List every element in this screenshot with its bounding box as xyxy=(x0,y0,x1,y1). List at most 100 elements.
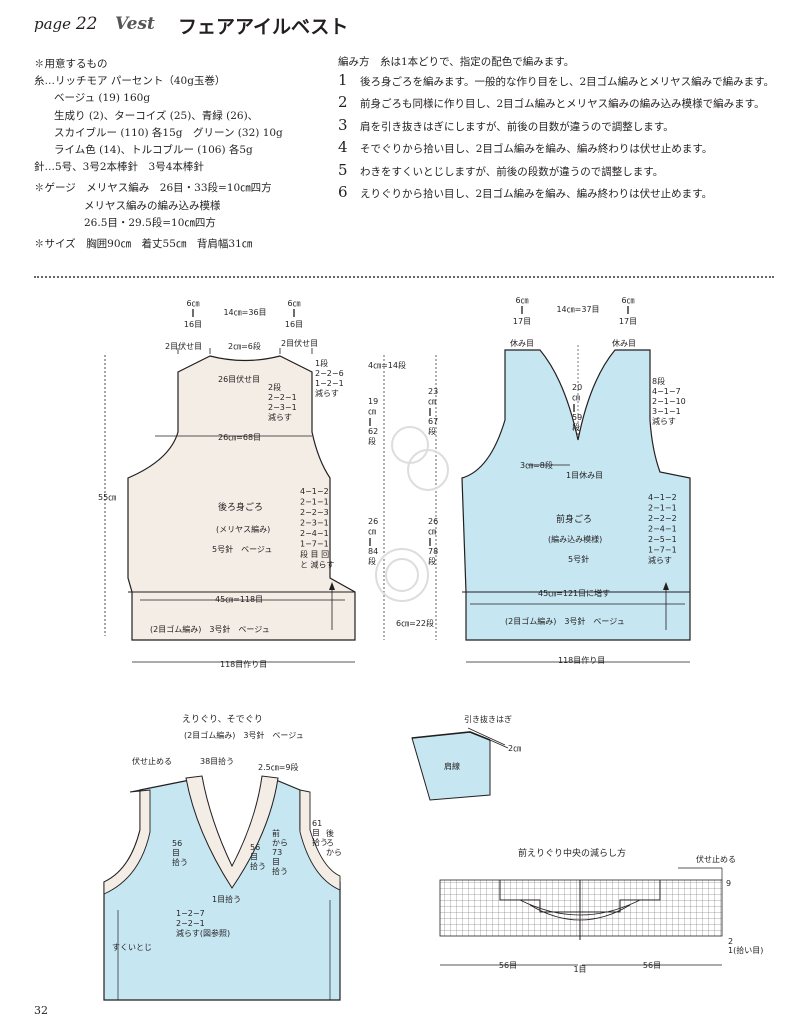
page-number-bottom: 32 xyxy=(34,1004,48,1017)
back-shoulder-eq: ‖ xyxy=(191,308,195,317)
chart-row-1: 1(拾い目) xyxy=(728,945,763,955)
back-height: 55㎝ xyxy=(98,493,116,502)
mid-rib-height: 6㎝=22段 xyxy=(396,618,434,628)
front-needle: 5号針 xyxy=(568,554,589,564)
front-armhole-decrease: 2−2−2 xyxy=(648,514,677,523)
mid-measure-5: 78 xyxy=(428,547,438,556)
front-shoulder-decrease: 4−1−7 xyxy=(652,387,681,396)
front-shoulder-decrease: 減らす xyxy=(652,416,676,426)
mid-measure-3: 67 xyxy=(428,417,438,426)
shoulder-seam-detail xyxy=(411,727,509,801)
finishing-front-73: 目 xyxy=(272,858,280,867)
finishing-front-73: 前 xyxy=(272,828,280,838)
step-text: 後ろ身ごろを編みます。一般的な作り目をし、2目ゴム編みとメリヤス編みで編みます。 xyxy=(360,76,775,88)
mid-measure-5: ㎝ xyxy=(428,527,436,536)
back-cast-on: 118目作り目 xyxy=(220,659,267,669)
mid-measure-4: ㎝ xyxy=(368,527,376,536)
shoulder-seam-cm: 2㎝ xyxy=(508,744,521,753)
back-neck-center: 2㎝=6段 xyxy=(228,341,261,351)
finishing-back-61: 拾う xyxy=(312,837,328,847)
step-text: わきをすくいとじしますが、前後の段数が違うので調整します。 xyxy=(360,165,664,178)
back-decrease-1: 1−2−1 xyxy=(315,379,344,388)
front-v-depth: 59 xyxy=(572,413,582,422)
mid-measure-3: 段 xyxy=(428,426,436,436)
back-decrease-2: 減らす xyxy=(268,412,292,422)
shoulder-line-label: 肩線 xyxy=(444,761,460,771)
front-v-depth: ‖ xyxy=(572,403,576,412)
materials-heading: ✽用意するもの xyxy=(34,58,108,70)
finishing-front-73: 拾う xyxy=(272,866,288,876)
finishing-title: えりぐり、そでぐり xyxy=(182,714,263,725)
front-cast-on: 118目作り目 xyxy=(558,655,605,665)
step-number: 3 xyxy=(338,115,348,134)
finishing-back-from: から xyxy=(326,848,342,857)
yarn-line: 糸…リッチモア パーセント（40g玉巻） xyxy=(34,75,226,88)
back-bind-off-right: 2目伏せ目 xyxy=(281,338,318,348)
finishing-front-73: から xyxy=(272,839,288,848)
front-v-depth: 20 xyxy=(572,383,582,392)
finishing-rib-depth: 2.5㎝=9段 xyxy=(258,762,299,772)
stitch-chart-title: 前えりぐり中央の減らし方 xyxy=(518,847,626,859)
instructions-lead: 編み方 糸は1本どりで、指定の配色で編みます。 xyxy=(338,56,575,68)
mid-measure-4: ‖ xyxy=(368,537,372,546)
front-shoulder-eq: ‖ xyxy=(626,305,630,314)
finishing-back-61: 目 xyxy=(312,829,320,838)
mid-measure-2: ㎝ xyxy=(368,407,376,416)
front-armhole-decrease: 4−1−2 xyxy=(648,493,677,502)
back-decrease-3: 2−2−3 xyxy=(300,508,329,517)
chart-bind-off: 伏せ止める xyxy=(696,854,736,864)
chart-right-count: 56目 xyxy=(643,961,661,970)
front-v-depth: ㎝ xyxy=(572,393,580,402)
back-decrease-2: 2−2−1 xyxy=(268,393,297,402)
mid-measure-5: 26 xyxy=(428,517,438,526)
front-neck-width: 14㎝=37目 xyxy=(556,305,599,314)
finishing-back-from: 後 xyxy=(326,828,334,838)
finishing-pick-1: 1目拾う xyxy=(212,894,241,904)
step-number: 4 xyxy=(338,138,348,157)
back-decrease-3: 2−3−1 xyxy=(300,519,329,528)
finishing-seam: すくいとじ xyxy=(112,943,152,952)
mid-measure-3: ‖ xyxy=(428,407,432,416)
back-decrease-3: 段 目 回 xyxy=(300,549,329,559)
front-stitch-type: (編み込み模様) xyxy=(548,534,602,544)
finishing-pick-38: 38目拾う xyxy=(200,756,234,766)
mid-measure-5: ‖ xyxy=(428,537,432,546)
instruction-step: 3 肩を引き抜きはぎにしますが、前後の目数が違うので調整します。 xyxy=(338,115,778,137)
front-armhole-decrease: 2−4−1 xyxy=(648,525,677,534)
size-line: 胸囲90㎝ 着丈55㎝ 背肩幅31㎝ xyxy=(86,238,253,251)
finishing-pick-56-right: 拾う xyxy=(250,861,266,871)
chart-row-2: 2 xyxy=(728,937,733,946)
chart-row-9: 9 xyxy=(726,879,731,888)
yarn-color-line: スカイブルー (110) 各15g グリーン (32) 10g xyxy=(54,126,283,139)
finishing-pick-56-right: 目 xyxy=(250,853,258,862)
step-number: 6 xyxy=(338,183,348,202)
finishing-pick-56-left: 拾う xyxy=(172,857,188,867)
materials-block: ✽用意するもの 糸…リッチモア パーセント（40g玉巻） ベージュ (19) 1… xyxy=(34,56,344,253)
chart-left-count: 56目 xyxy=(499,961,517,970)
front-body-shape xyxy=(461,349,691,641)
back-chest-width: 26㎝=68目 xyxy=(218,433,261,442)
instruction-step: 6 えりぐりから拾い目し、2目ゴム編みを編み、編み終わりは伏せ止めます。 xyxy=(338,182,778,204)
finishing-pick-56-right: 56 xyxy=(250,843,260,852)
back-shoulder-stitches: 16目 xyxy=(285,320,303,329)
page-number-top: 22 xyxy=(75,14,98,34)
step-text: 肩を引き抜きはぎにしますが、前後の目数が違うので調整します。 xyxy=(360,120,674,133)
back-hem-width: 45㎝=118目 xyxy=(215,595,263,604)
back-bind-off-left: 2目伏せ目 xyxy=(165,341,202,351)
step-text: えりぐりから拾い目し、2目ゴム編みを編み、編み終わりは伏せ止めます。 xyxy=(360,188,713,201)
mid-measure-1: 4㎝=14段 xyxy=(368,360,406,370)
mid-measure-4: 26 xyxy=(368,517,378,526)
finishing-subtitle: (2目ゴム編み) 3号針 ベージュ xyxy=(184,730,304,740)
finishing-decrease: 1−2−7 xyxy=(176,909,205,918)
front-piece-name: 前身ごろ xyxy=(556,513,592,525)
finishing-front-73: 73 xyxy=(272,848,282,857)
finishing-pick-56-left: 56 xyxy=(172,839,182,848)
back-decrease-3: 4−1−2 xyxy=(300,487,329,496)
finishing-bind-off: 伏せ止める xyxy=(132,756,172,766)
step-number: 1 xyxy=(338,71,348,89)
front-v-depth: 段 xyxy=(572,422,580,432)
mid-measure-3: 23 xyxy=(428,387,438,396)
front-rest-right: 休み目 xyxy=(612,338,636,348)
